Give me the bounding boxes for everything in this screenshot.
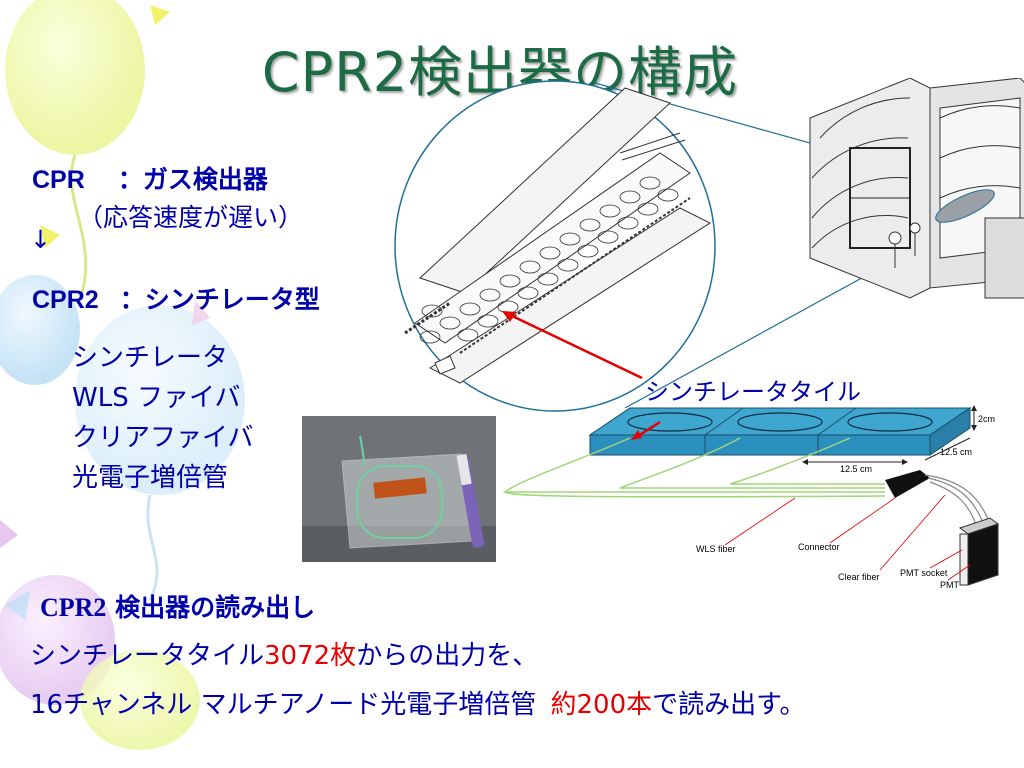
readout-line2-post: で読み出す。 xyxy=(652,690,806,720)
down-arrow: ↓ xyxy=(30,225,51,254)
component-list: シンチレータ WLS ファイバ クリアファイバ 光電子増倍管 xyxy=(72,338,253,498)
thickness-label: 2cm xyxy=(978,414,995,424)
pmt-socket-label: PMT socket xyxy=(900,568,948,578)
cpr2-line: CPR2 ：シンチレータ型 xyxy=(32,280,320,316)
readout-heading-latin: CPR2 xyxy=(40,593,107,622)
wls-fiber-label: WLS fiber xyxy=(696,544,736,554)
list-item: 光電子増倍管 xyxy=(72,463,229,493)
tile-readout-diagram: 2cm 12.5 cm 12.5 cm WLS fiber Connector … xyxy=(502,405,1000,590)
readout-line1-pre: シンチレータタイル xyxy=(30,641,265,671)
cpr2-label: CPR2 xyxy=(32,286,99,314)
readout-line-2: 16チャンネル マルチアノード光電子増倍管 約200本で読み出す。 xyxy=(30,684,806,721)
list-item: クリアファイバ xyxy=(72,423,254,453)
pmt-label: PMT xyxy=(940,580,960,590)
readout-heading: CPR2 検出器の読み出し xyxy=(40,588,315,624)
connector-label: Connector xyxy=(798,542,840,552)
readout-line-1: シンチレータタイル3072枚からの出力を、 xyxy=(30,635,538,672)
clear-fiber-label: Clear fiber xyxy=(838,572,880,582)
cpr-value: ：ガス検出器 xyxy=(117,166,268,194)
cpr-label: CPR xyxy=(32,166,85,194)
response-note: （応答速度が遅い） xyxy=(78,203,304,232)
readout-pmt-count: 約200本 xyxy=(550,690,653,720)
readout-tile-count: 3072枚 xyxy=(264,641,357,671)
readout-line2-pre: 16チャンネル マルチアノード光電子増倍管 xyxy=(30,690,545,720)
cpr2-value: ：シンチレータ型 xyxy=(119,286,320,314)
cpr-line: CPR ：ガス検出器 xyxy=(32,160,268,196)
width-right-label: 12.5 cm xyxy=(940,447,972,457)
exploded-detector-diagram xyxy=(394,78,1024,412)
readout-heading-jp: 検出器の読み出し xyxy=(106,593,316,622)
scintillator-tile-label: シンチレータタイル xyxy=(645,378,861,406)
width-bottom-label: 12.5 cm xyxy=(840,464,872,474)
scintillator-photo xyxy=(302,416,496,562)
list-item: シンチレータ xyxy=(72,343,229,373)
list-item: WLS ファイバ xyxy=(72,383,241,413)
readout-line1-post: からの出力を、 xyxy=(356,641,539,671)
